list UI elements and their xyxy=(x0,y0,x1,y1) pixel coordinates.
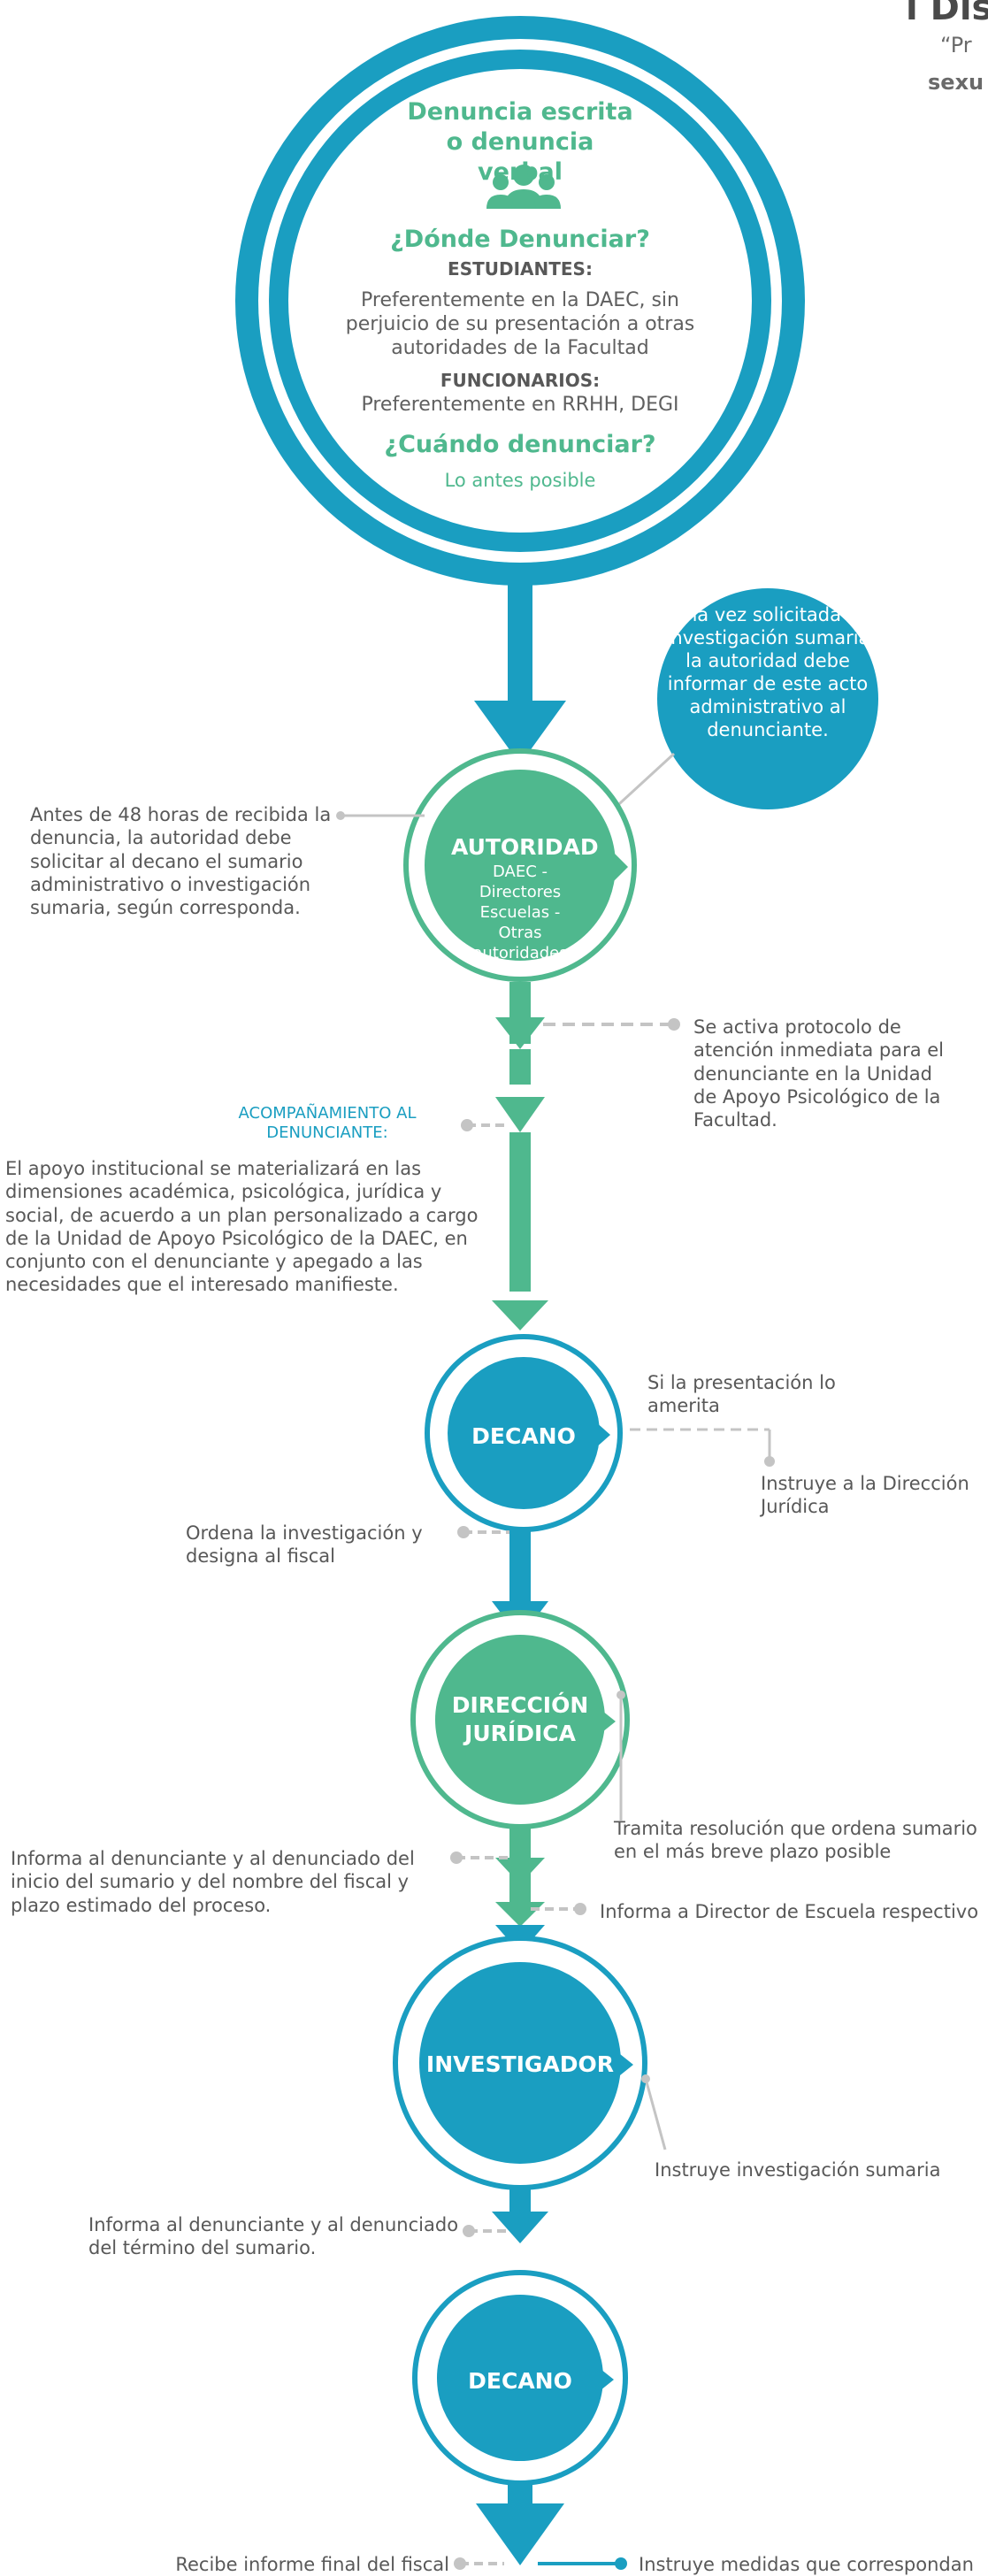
autoridad-subtitle: DAEC - Directores Escuelas - Otras autor… xyxy=(472,862,568,962)
when-text: Lo antes posible xyxy=(444,470,596,491)
note-acompanamiento-heading: ACOMPAÑAMIENTO AL DENUNCIANTE: xyxy=(238,1104,417,1142)
connector-autoridad-left xyxy=(336,811,425,820)
top-circle xyxy=(235,16,805,586)
connector-protocolo xyxy=(543,1018,680,1031)
investigador-title: INVESTIGADOR xyxy=(425,2051,615,2077)
connector-instruye-investigacion xyxy=(641,2074,667,2150)
top-circle-title: Denuncia escrita o denuncia verbal xyxy=(407,98,633,186)
direccion-juridica-title: DIRECCIÓN JURÍDICA xyxy=(451,1692,589,1746)
node-direccion-juridica xyxy=(410,1610,630,1829)
decano-2-title: DECANO xyxy=(468,2368,572,2394)
when-heading: ¿Cuándo denunciar? xyxy=(384,431,656,458)
page-title: l Dis xyxy=(906,0,988,28)
node-investigador xyxy=(393,1936,647,2190)
staff-label: FUNCIONARIOS: xyxy=(440,370,601,391)
connector-informa-termino xyxy=(463,2225,509,2237)
note-instruye-juridica: Instruye a la Dirección Jurídica xyxy=(761,1473,969,1518)
note-instruye-medidas: Instruye medidas que correspondan xyxy=(639,2554,974,2575)
connector-ordena xyxy=(457,1526,509,1538)
note-presentacion: Si la presentación lo amerita xyxy=(647,1372,836,1417)
connector-informa-director xyxy=(531,1903,586,1915)
note-informa-inicio: Informa al denunciante y al denunciado d… xyxy=(11,1848,415,1916)
connector-tramita xyxy=(617,1690,625,1821)
main-trunk xyxy=(474,541,566,2565)
note-instruye-investigacion: Instruye investigación sumaria xyxy=(655,2159,941,2181)
note-acompanamiento-text: El apoyo institucional se materializará … xyxy=(5,1158,479,1296)
note-protocolo: Se activa protocolo de atención inmediat… xyxy=(693,1016,945,1131)
node-decano-1 xyxy=(425,1334,623,1532)
decano-1-title: DECANO xyxy=(471,1423,576,1449)
staff-text: Preferentemente en RRHH, DEGI xyxy=(361,394,679,416)
node-autoridad xyxy=(403,748,637,982)
students-label: ESTUDIANTES: xyxy=(448,258,593,280)
note-recibe-informe: Recibe informe final del fiscal xyxy=(175,2554,449,2575)
note-tramita: Tramita resolución que ordena sumario en… xyxy=(614,1818,977,1863)
connector-presentacion xyxy=(630,1428,775,1467)
page-subtitle-line1: “Pr xyxy=(940,33,972,58)
info-bubble-text: Una vez solicitada la investigación suma… xyxy=(665,604,870,740)
where-heading: ¿Dónde Denunciar? xyxy=(390,226,650,253)
note-informa-director: Informa a Director de Escuela respectivo xyxy=(600,1901,979,1922)
node-decano-2 xyxy=(412,2270,628,2486)
connector-informa-inicio xyxy=(450,1852,509,1864)
autoridad-title: AUTORIDAD xyxy=(451,834,599,860)
students-text: Preferentemente en la DAEC, sin perjuici… xyxy=(345,289,695,359)
connector-instruye-medidas xyxy=(538,2557,627,2570)
note-autoridad-left: Antes de 48 horas de recibida la denunci… xyxy=(30,804,332,918)
note-informa-termino: Informa al denunciante y al denunciado d… xyxy=(88,2214,459,2259)
note-ordena: Ordena la investigación y designa al fis… xyxy=(186,1522,423,1568)
connector-recibe-informe xyxy=(454,2557,504,2570)
people-group-icon xyxy=(486,165,561,209)
page-subtitle-line2: sexu xyxy=(928,70,984,95)
connector-acompanamiento xyxy=(461,1119,504,1131)
